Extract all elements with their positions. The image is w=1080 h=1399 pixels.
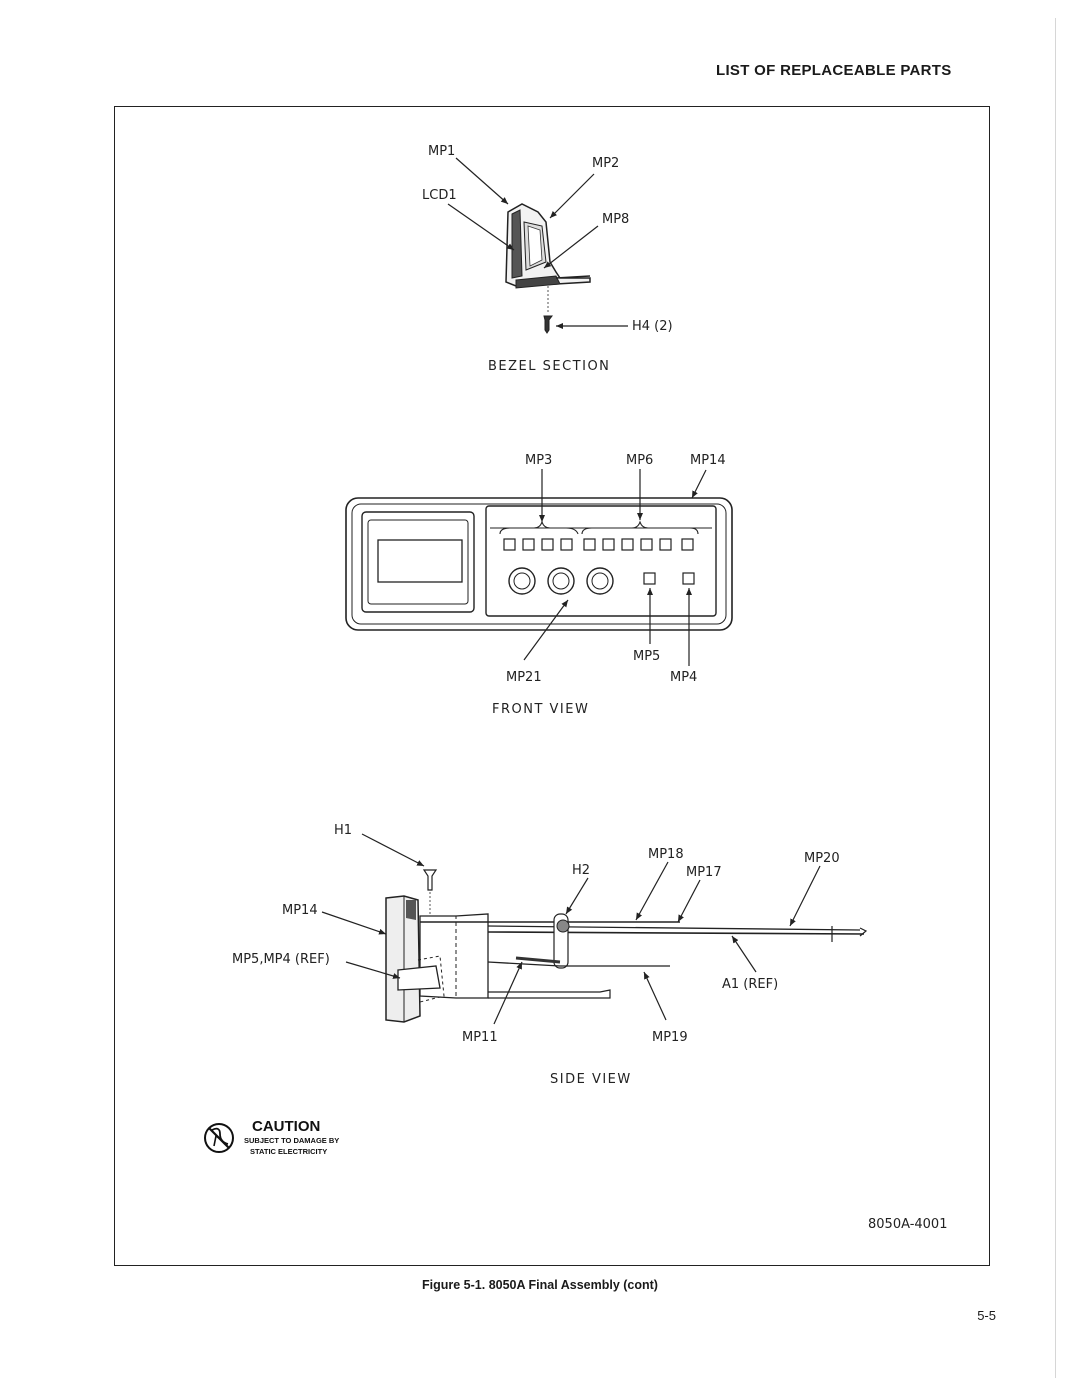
- caution-static-icon: [204, 1123, 234, 1153]
- page-header-title: LIST OF REPLACEABLE PARTS: [716, 62, 952, 79]
- label-mp14-front: MP14: [690, 453, 726, 468]
- label-h4: H4 (2): [632, 319, 673, 334]
- caution-line-1: SUBJECT TO DAMAGE BY: [244, 1136, 339, 1145]
- label-mp1: MP1: [428, 144, 455, 159]
- front-view-drawing: [345, 469, 733, 666]
- page-number: 5-5: [977, 1308, 996, 1323]
- label-mp21: MP21: [506, 670, 542, 685]
- label-mp18: MP18: [648, 847, 684, 862]
- label-lcd1: LCD1: [422, 188, 457, 203]
- caution-line-2: STATIC ELECTRICITY: [250, 1147, 327, 1156]
- label-mp4: MP4: [670, 670, 697, 685]
- label-mp2: MP2: [592, 156, 619, 171]
- section-title-side: SIDE VIEW: [550, 1072, 632, 1087]
- side-view-drawing: [321, 833, 868, 1025]
- label-mp6: MP6: [626, 453, 653, 468]
- section-title-front: FRONT VIEW: [492, 702, 589, 717]
- caution-title: CAUTION: [252, 1118, 320, 1135]
- figure-frame: [114, 106, 990, 1266]
- label-h1: H1: [334, 823, 352, 838]
- page-edge-line: [1055, 18, 1056, 1378]
- drawing-number: 8050A-4001: [868, 1217, 947, 1232]
- label-mp17: MP17: [686, 865, 722, 880]
- label-mp19: MP19: [652, 1030, 688, 1045]
- section-title-bezel: BEZEL SECTION: [488, 359, 610, 374]
- label-mp14-side: MP14: [282, 903, 318, 918]
- label-a1-ref: A1 (REF): [722, 977, 778, 992]
- label-mp20: MP20: [804, 851, 840, 866]
- label-mp8: MP8: [602, 212, 629, 227]
- label-mp3: MP3: [525, 453, 552, 468]
- label-h2: H2: [572, 863, 590, 878]
- push-button-row: [503, 538, 694, 551]
- label-mp5: MP5: [633, 649, 660, 664]
- figure-caption: Figure 5-1. 8050A Final Assembly (cont): [422, 1278, 658, 1292]
- label-mp11: MP11: [462, 1030, 498, 1045]
- input-jacks: [508, 567, 614, 595]
- bezel-section-drawing: [447, 157, 628, 334]
- label-mp5-mp4-ref: MP5,MP4 (REF): [232, 952, 330, 967]
